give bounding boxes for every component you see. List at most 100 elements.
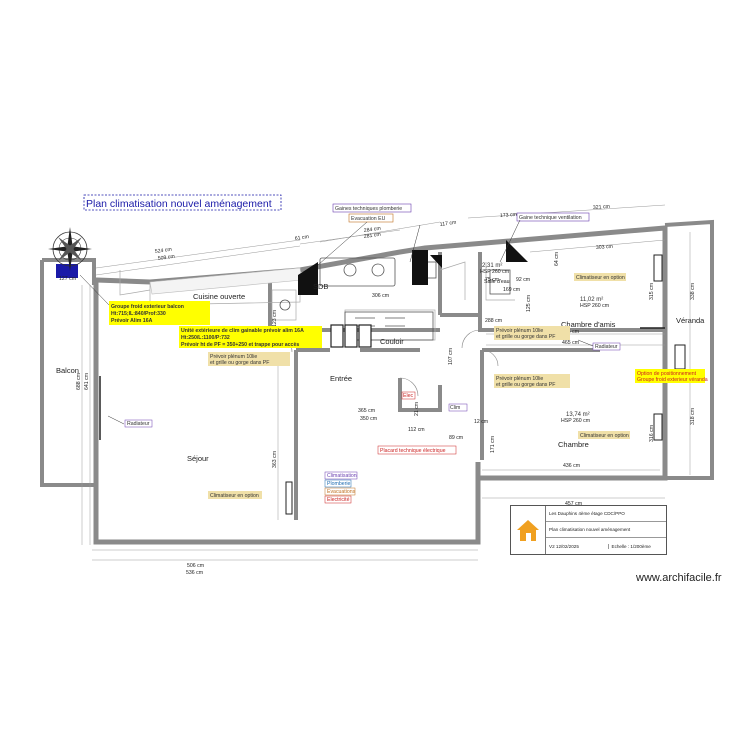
kitchen-sink: [319, 257, 396, 287]
dim-173: 173 cm: [500, 212, 517, 219]
note-evacuation-eu: Evacuation EU: [351, 216, 386, 222]
dim-465a: 465 cm: [562, 329, 579, 335]
legend-evacuations: Evacuations: [327, 489, 356, 495]
house-logo-icon: [511, 506, 546, 554]
dim-284: 284 cm: [363, 226, 381, 234]
room-sdb: SDB: [313, 282, 328, 291]
note-unite-ext-3: Prévoir ht de PF = 350+250 et trappe pou…: [181, 342, 299, 348]
dim-365: 365 cm: [358, 408, 375, 414]
dim-107: 107 cm: [448, 348, 454, 365]
dim-436: 436 cm: [563, 463, 580, 469]
balcony-outdoor-unit: [56, 264, 78, 278]
note-option-pos-1: Option de positionnement: [637, 371, 697, 377]
corridor-ac-units: [330, 324, 372, 348]
note-radiateur-1: Radiateur: [127, 421, 150, 427]
hsp-salle-eau: HSP 260 cm: [480, 269, 509, 275]
toilet: [489, 269, 511, 295]
dim-315: 315 cm: [649, 283, 655, 300]
dim-117: 117 cm: [439, 220, 456, 228]
room-cuisine: Cuisine ouverte: [193, 292, 245, 301]
note-option-pos-2: Groupe froid exterieur véranda: [637, 377, 708, 383]
veranda-wall: [664, 219, 714, 480]
dim-21: 21 cm: [414, 402, 420, 416]
dim-64: 64 cm: [554, 252, 560, 266]
dim-112: 112 cm: [408, 427, 425, 433]
wall-units: [285, 254, 663, 515]
note-plenum-1b: et grille ou gorge dans PF: [210, 360, 269, 366]
dim-506: 506 cm: [187, 563, 204, 569]
project-name: Les Dauphins 4ème étage CDC/PPO: [549, 511, 625, 516]
dim-536: 536 cm: [186, 570, 203, 576]
dim-306: 306 cm: [372, 293, 389, 299]
dim-61: 61 cm: [294, 234, 309, 242]
hsp-chambre: HSP 260 cm: [561, 418, 590, 424]
area-salle-eau: 2,31 m²: [482, 263, 502, 269]
note-unite-ext-2: Ht:250/L:1100/P:732: [181, 335, 230, 341]
dim-281: 281 cm: [363, 232, 381, 240]
dim-509: 509 cm: [157, 254, 175, 262]
dim-338: 338 cm: [690, 283, 696, 300]
note-plenum-2a: Prévoir plénum 10lie: [496, 328, 543, 334]
legend-electricite: Electricité: [327, 497, 350, 503]
technical-shafts: [298, 240, 528, 295]
wall-entree: [398, 378, 442, 412]
title-block: Les Dauphins 4ème étage CDC/PPO Plan cli…: [510, 505, 667, 555]
room-balcon: Balcon: [56, 366, 79, 375]
dim-524: 524 cm: [154, 247, 172, 255]
note-gaine-ventilation: Gaine technique ventilation: [519, 215, 582, 221]
veranda-outdoor-unit: [674, 344, 686, 370]
note-radiateur-2: Radiateur: [595, 344, 618, 350]
area-chambre-amis: 11,02 m²: [580, 297, 603, 303]
title-block-subtitle: Plan climatisation nouvel aménagement: [546, 522, 666, 538]
legend-plomberie: Plomberie: [327, 481, 350, 487]
dim-318: 318 cm: [690, 408, 696, 425]
dim-457: 457 cm: [565, 501, 582, 507]
room-sejour: Séjour: [187, 454, 209, 463]
room-chambre: Chambre: [558, 440, 589, 449]
dim-641: 641 cm: [84, 373, 90, 390]
dim-12: 12 cm: [474, 419, 488, 425]
note-groupe-froid-3: Prévoir Alim 16A: [111, 318, 153, 324]
dim-303: 303 cm: [596, 244, 613, 251]
dim-350: 350 cm: [360, 416, 377, 422]
title-block-meta: V2 12/02/2025 Echelle : 1/200ème: [546, 538, 666, 554]
note-small-clim: Clim: [450, 405, 460, 411]
dim-321: 321 cm: [593, 204, 610, 211]
dim-688: 688 cm: [76, 373, 82, 390]
compass-rose-icon: [48, 227, 92, 271]
room-chambre-amis: Chambre d'amis: [561, 320, 616, 329]
note-plenum-3b: et grille ou gorge dans PF: [496, 382, 555, 388]
dim-363: 363 cm: [272, 451, 278, 468]
note-plenum-3a: Prévoir plénum 10lie: [496, 376, 543, 382]
dim-288: 288 cm: [485, 318, 502, 324]
note-placard-tech: Placard technique électrique: [380, 448, 446, 454]
dim-465b: 465 cm: [562, 340, 579, 346]
dim-123: 123 cm: [272, 310, 278, 327]
dim-169: 169 cm: [503, 287, 520, 293]
legend-climatisation: Climatisation: [327, 473, 357, 479]
note-plenum-1a: Prévoir plénum 10lie: [210, 354, 257, 360]
note-groupe-froid-1: Groupe froid exterieur balcon: [111, 304, 184, 310]
dim-92: 92 cm: [516, 277, 530, 283]
area-chambre: 13,74 m²: [566, 412, 590, 418]
dim-127: 127 cm: [59, 276, 76, 282]
room-salle-eau: Salle d'eau: [484, 279, 510, 285]
wall-chambre: [480, 348, 600, 460]
room-veranda: Véranda: [676, 316, 705, 325]
plan-subtitle: Plan climatisation nouvel aménagement: [549, 527, 631, 532]
note-small-elec: Elec: [403, 393, 413, 399]
note-unite-ext-1: Unité extérieure de clim gainable prévoi…: [181, 328, 304, 334]
version-date: V2 12/02/2025: [549, 543, 609, 549]
note-groupe-froid-2: Ht:715;IL:840/Prof:330: [111, 311, 166, 317]
dim-125: 125 cm: [526, 295, 532, 312]
dim-89: 89 cm: [449, 435, 463, 441]
note-gaines-plomberie: Gaines techniques plomberie: [335, 206, 402, 212]
note-clim-option-2: Climatiseur en option: [580, 433, 629, 439]
note-clim-option-3: Climatiseur en option: [210, 493, 259, 499]
watermark: www.archifacile.fr: [636, 572, 722, 584]
hsp-chambre-amis: HSP 260 cm: [580, 303, 609, 309]
dim-316: 316 cm: [649, 425, 655, 442]
plan-scale: Echelle : 1/200ème: [611, 543, 651, 549]
dim-75: 75 cm: [485, 277, 499, 283]
